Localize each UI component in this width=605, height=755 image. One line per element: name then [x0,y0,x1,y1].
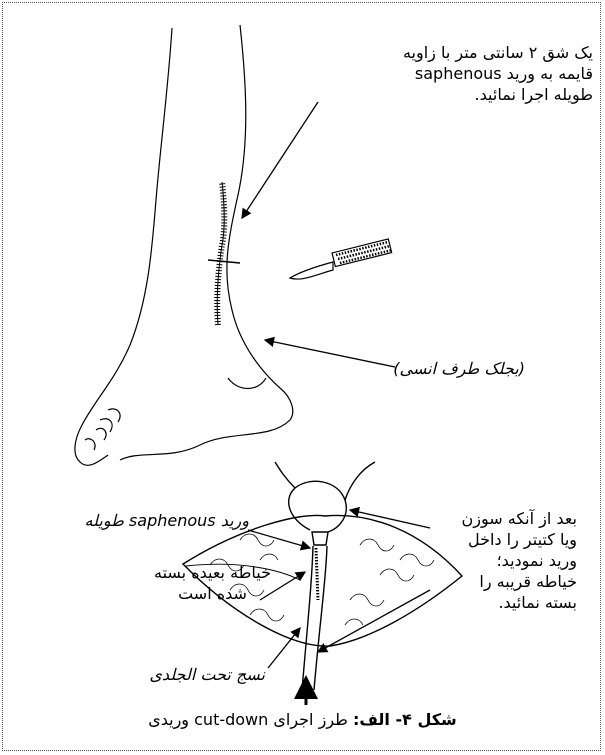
malleolus-leader [265,340,395,367]
tissue-leader [268,628,300,668]
scalpel-drawing [290,239,392,279]
incision-leader [242,102,318,218]
vein-label: ورید saphenous طویله [85,510,250,531]
distal-suture-label: خیاطه بعیده بسته شده است [154,562,271,604]
caption-text: طرز اجرای cut-down وریدی [148,710,353,729]
distal-suture-line-1: خیاطه بعیده بسته [154,562,271,583]
instruction-line-2: ویا کتیتر را داخل [462,529,577,550]
instruction-line-3: ورید نمودید؛ [462,550,577,571]
tissue-label: نسج تحت الجلدی [149,664,265,685]
instruction-line-1: بعد از آنکه سوزن [462,508,577,529]
figure-caption: شکل ۴- الف: طرز اجرای cut-down وریدی [0,710,605,729]
incision-note-line-2: قایمه به ورید saphenous [403,63,593,84]
instruction-line-5: بسته نمائید. [462,592,577,613]
foot-drawing [75,25,293,465]
incision-vein [208,182,240,325]
incision-note: یک شق ۲ سانتی متر با زاویه قایمه به ورید… [403,42,593,105]
distal-suture-line-2: شده است [154,583,271,604]
instruction-line-4: خیاطه قریبه را [462,571,577,592]
incision-note-line-1: یک شق ۲ سانتی متر با زاویه [403,42,593,63]
instruction-leader-2 [318,590,430,652]
incision-note-line-3: طویله اجرا نمائید. [403,84,593,105]
caption-prefix: شکل ۴- الف: [353,710,457,729]
malleolus-label: (بجلک طرف انسی) [393,358,525,379]
instruction-note: بعد از آنکه سوزن ویا کتیتر را داخل ورید … [462,508,577,613]
